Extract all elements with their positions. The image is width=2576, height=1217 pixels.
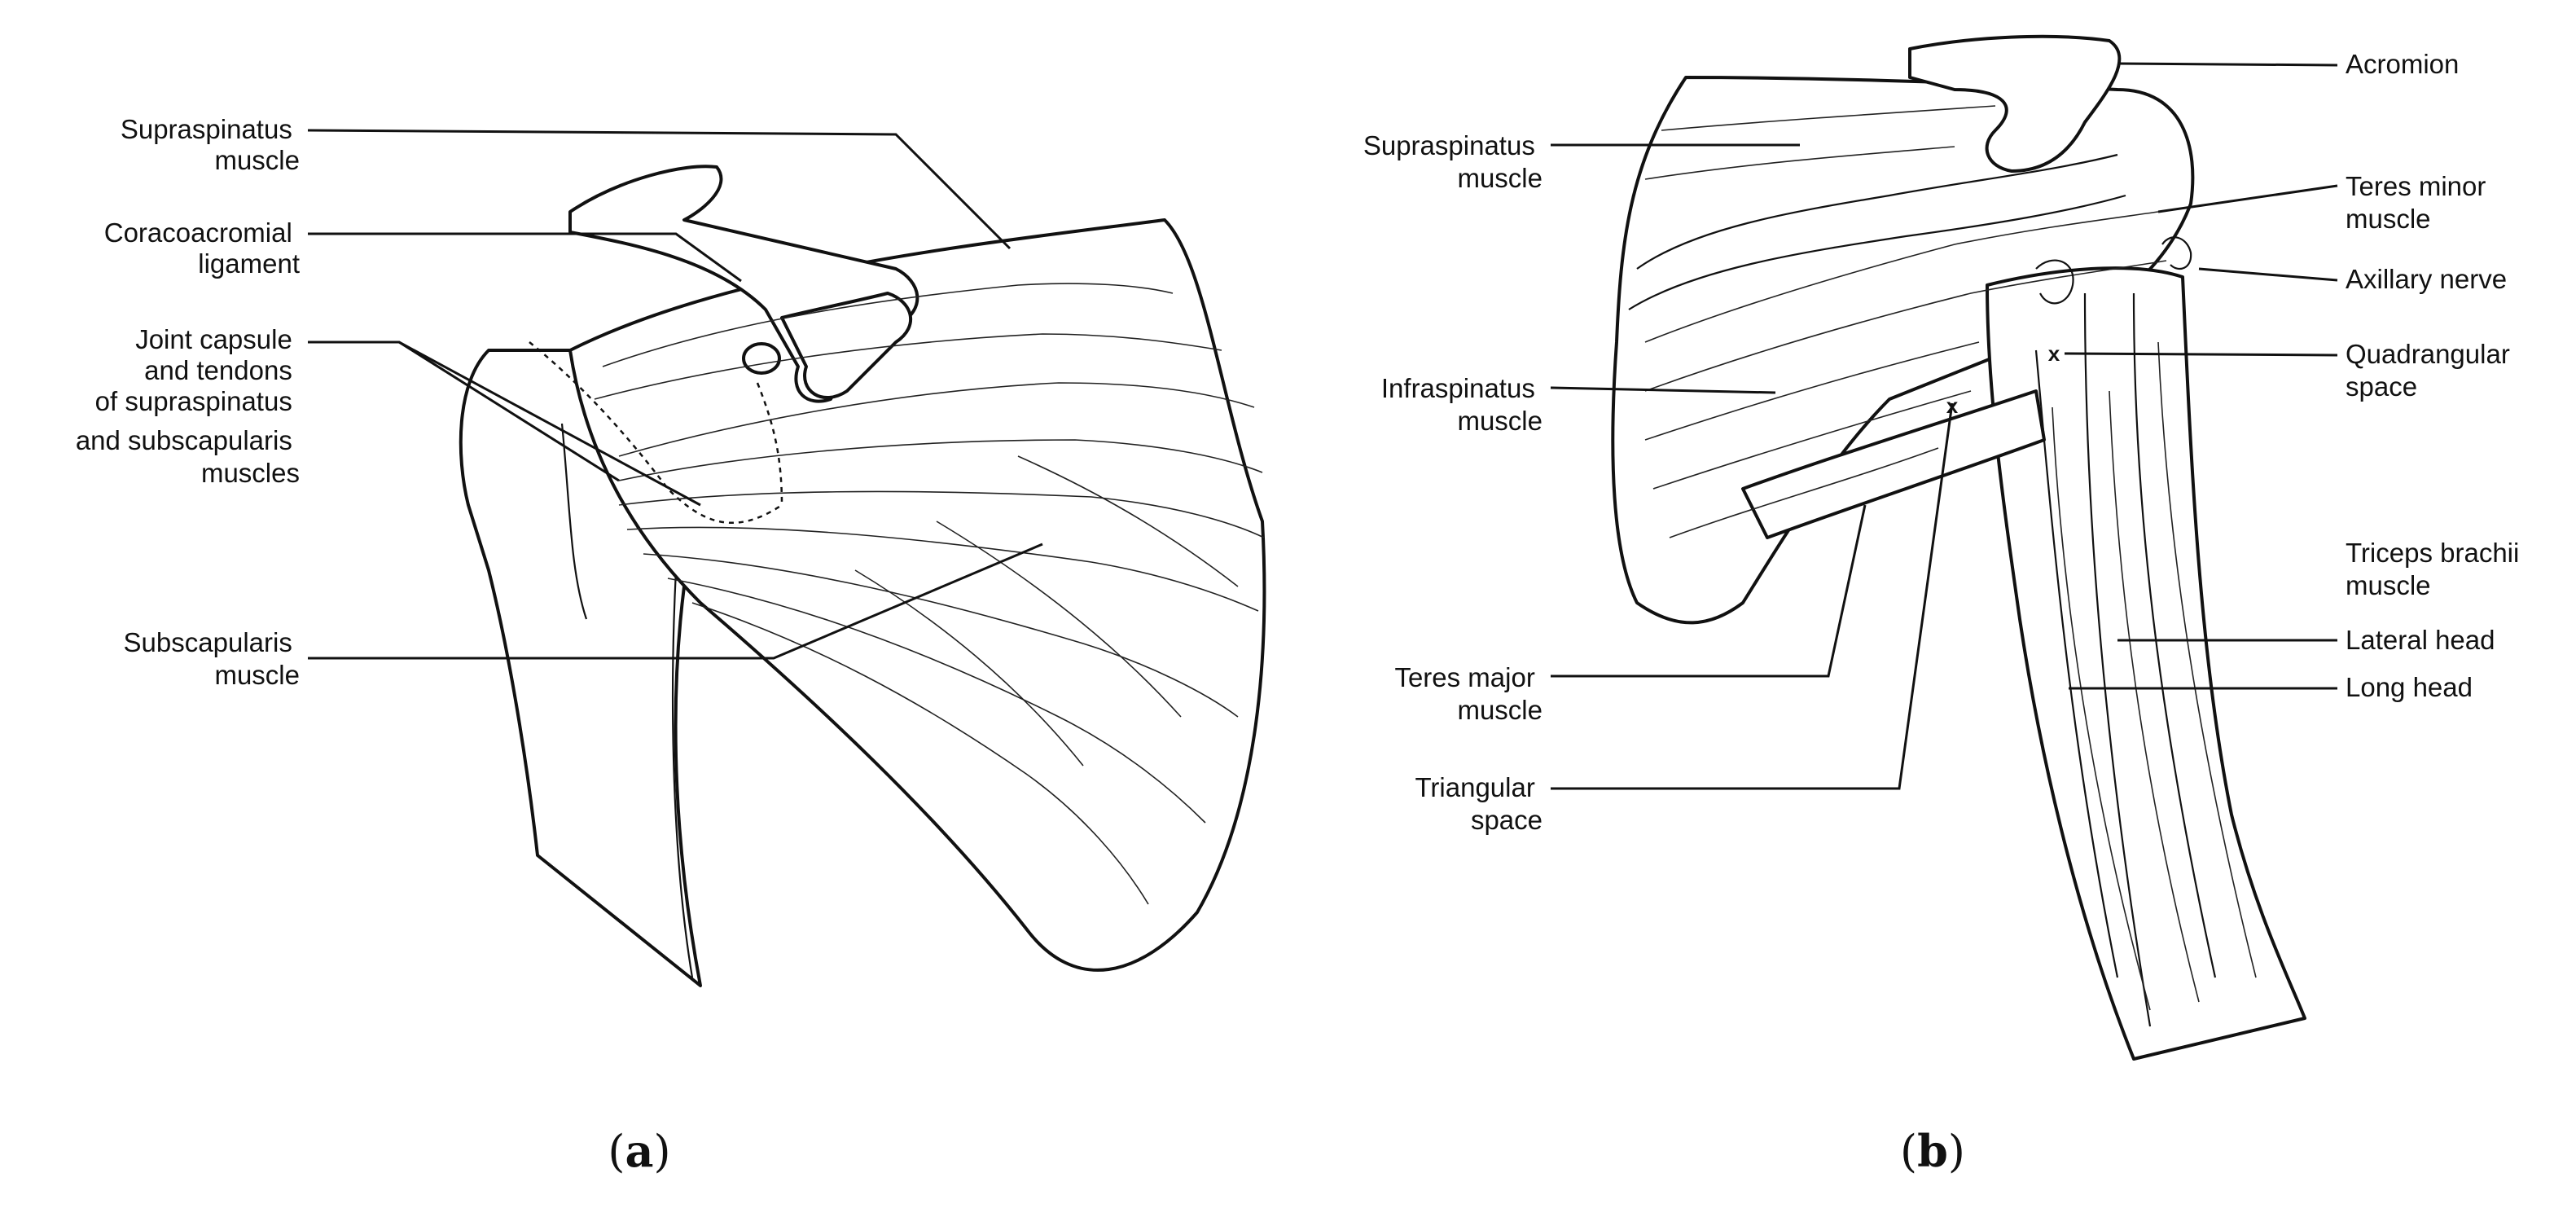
label-b-teres-major: Teres major muscle: [1394, 662, 1543, 725]
panel-a-caption: (a): [608, 1125, 670, 1177]
label-b-supraspinatus: Supraspinatus muscle: [1363, 130, 1543, 193]
quadrangular-space-marker: x: [2048, 341, 2060, 366]
label-b-triceps: Triceps brachii muscle: [2346, 538, 2527, 600]
panel-a-drawing: [459, 165, 1266, 987]
label-b-lateral-head: Lateral head: [2346, 625, 2495, 655]
panel-b-left-labels: Supraspinatus muscle Infraspinatus muscl…: [1363, 130, 1543, 835]
panel-a-leader-lines: [307, 129, 1043, 660]
label-a-joint-capsule: Joint capsule and tendons of supraspinat…: [76, 324, 300, 488]
label-b-quadrangular-space: Quadrangular space: [2346, 339, 2517, 402]
panel-b-caption: (b): [1900, 1125, 1965, 1177]
label-b-teres-minor: Teres minor muscle: [2346, 171, 2494, 234]
label-b-infraspinatus: Infraspinatus muscle: [1381, 373, 1543, 436]
panel-a-labels: Supraspinatus muscle Coracoacromial liga…: [76, 114, 300, 690]
label-a-coracoacromial-ligament: Coracoacromial ligament: [104, 217, 300, 279]
panel-b-drawing: x x: [1611, 34, 2306, 1061]
label-a-subscapularis: Subscapularis muscle: [124, 627, 300, 690]
label-b-long-head: Long head: [2346, 672, 2473, 702]
panel-b-right-labels: Acromion Teres minor muscle Axillary ner…: [2346, 49, 2527, 702]
label-b-acromion: Acromion: [2346, 49, 2459, 79]
label-a-supraspinatus: Supraspinatus muscle: [121, 114, 300, 175]
label-b-axillary-nerve: Axillary nerve: [2346, 264, 2507, 294]
panel-b-leader-lines: [1550, 62, 2338, 790]
label-b-triangular-space: Triangular space: [1415, 772, 1543, 835]
